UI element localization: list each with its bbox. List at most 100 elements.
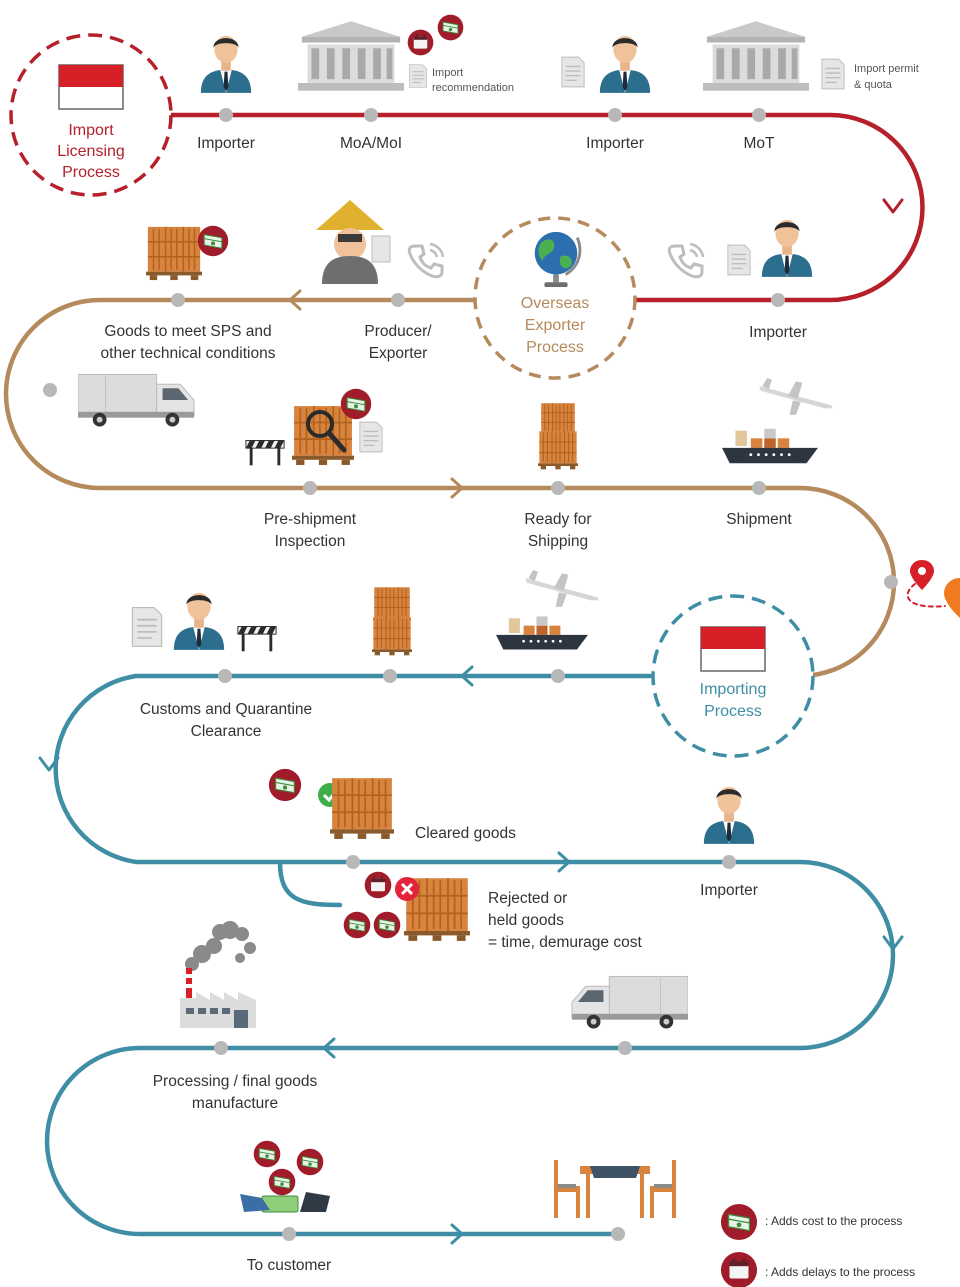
flow-paths [3, 112, 946, 1237]
importer-person-icon [703, 786, 755, 844]
cost-money-icon [296, 1148, 324, 1176]
label-processing-line-1: Processing / final goods [153, 1073, 318, 1090]
node-truck-1 [43, 383, 57, 397]
label-rejected-line-3: = time, demurage cost [488, 934, 642, 951]
node-mot [752, 108, 766, 122]
label-importer-4: Importer [700, 882, 758, 899]
document-icon [821, 58, 845, 90]
node-processing [214, 1041, 228, 1055]
label-cleared-goods: Cleared goods [415, 825, 516, 842]
label-pre-shipment-line-1: Pre-shipment [264, 511, 357, 528]
node-truck-2 [618, 1041, 632, 1055]
arrow-left-icon [322, 1037, 336, 1059]
airplane-icon [525, 570, 599, 607]
arrow-right-icon [557, 851, 571, 873]
node-customs [218, 669, 232, 683]
label-producer-line-1: Producer/ [364, 323, 432, 340]
location-dashed-path [906, 579, 946, 608]
hub-exporter-line-3: Process [526, 339, 584, 356]
truck-icon [78, 373, 195, 428]
pallet-icon [537, 430, 579, 470]
label-import-recommendation-line-2: recommendation [432, 82, 514, 94]
label-shipment: Shipment [726, 511, 792, 528]
hub-exporter-line-2: Exporter [525, 317, 586, 334]
arrow-left-icon [288, 289, 302, 311]
location-pin-icon [910, 560, 934, 590]
stage-labels: Importer MoA/MoI Importer MoT Importer P… [101, 135, 807, 1274]
barrier-icon [245, 440, 285, 466]
label-goods-sps-line-2: other technical conditions [101, 345, 276, 362]
label-pre-shipment-line-2: Inspection [275, 533, 346, 550]
label-import-permit-line-1: Import permit [854, 63, 919, 75]
arrow-right-icon [450, 477, 464, 499]
checklist-icon [359, 421, 383, 453]
pallet-icon [371, 616, 413, 656]
customs-officer-icon [173, 592, 225, 650]
node-shipment [752, 481, 766, 495]
node-importer-4 [722, 855, 736, 869]
barrier-icon [237, 626, 277, 652]
truck-icon [571, 975, 688, 1030]
rejected-branch-path [277, 859, 343, 908]
legend-cost-label: : Adds cost to the process [765, 1214, 902, 1228]
licensing-path [169, 112, 925, 303]
document-icon [408, 63, 428, 89]
ministry-building-icon [298, 21, 404, 91]
importing-path [44, 673, 896, 1237]
label-importer-3: Importer [749, 324, 807, 341]
indonesia-flag-icon [58, 64, 124, 110]
hub-licensing-line-2: Licensing [57, 143, 125, 160]
reject-icon [395, 877, 419, 901]
node-goods-arrival [383, 669, 397, 683]
node-cleared [346, 855, 360, 869]
legend: : Adds cost to the process : Adds delays… [720, 1203, 915, 1287]
node-producer [391, 293, 405, 307]
label-producer-line-2: Exporter [369, 345, 428, 362]
cost-money-icon [373, 911, 401, 939]
node-moa-moi [364, 108, 378, 122]
cost-money-icon [197, 225, 229, 257]
payment-hands-icon [240, 1192, 330, 1213]
arrow-down-icon [882, 198, 904, 214]
flow-nodes [43, 108, 898, 1241]
arrow-down-icon [38, 756, 60, 772]
producer-farmer-icon [316, 200, 391, 284]
flow-arrows [38, 198, 904, 1245]
cargo-ship-icon [722, 428, 818, 464]
hub-exporter: Overseas Exporter Process [473, 216, 637, 380]
arrow-left-icon [460, 665, 474, 687]
hub-exporter-line-1: Overseas [521, 295, 589, 312]
hub-importing-line-2: Process [704, 703, 762, 720]
node-arrival [884, 575, 898, 589]
delay-clock-icon [407, 29, 434, 56]
exporter-path [3, 297, 897, 679]
label-ready-line-1: Ready for [524, 511, 591, 528]
legend-delay-icon [720, 1251, 758, 1287]
hub-importing: Importing Process [651, 594, 815, 758]
label-rejected-line-2: held goods [488, 912, 564, 929]
label-to-customer: To customer [247, 1257, 331, 1274]
magnifier-icon [306, 410, 347, 453]
left-labels: Cleared goods Rejected or held goods = t… [415, 825, 642, 951]
dining-table-icon [554, 1160, 676, 1218]
node-to-customer [282, 1227, 296, 1241]
document-icon [561, 56, 585, 88]
label-importer-2: Importer [586, 135, 644, 152]
document-icon [727, 244, 751, 276]
hub-licensing: Import Licensing Process [9, 33, 173, 197]
label-ready-line-2: Shipping [528, 533, 588, 550]
label-mot: MoT [744, 135, 776, 152]
legend-cost-icon [720, 1203, 758, 1241]
factory-icon [180, 921, 256, 1028]
label-moa-moi: MoA/MoI [340, 135, 402, 152]
clipboard-icon [131, 606, 163, 648]
node-ship-arrival [551, 669, 565, 683]
location-pin-icon [944, 578, 960, 618]
cost-money-icon [268, 1168, 296, 1196]
cost-money-icon [340, 388, 372, 420]
label-customs-line-1: Customs and Quarantine [140, 701, 312, 718]
label-importer-1: Importer [197, 135, 255, 152]
label-goods-sps-line-1: Goods to meet SPS and [104, 323, 271, 340]
hub-importing-line-1: Importing [700, 681, 767, 698]
